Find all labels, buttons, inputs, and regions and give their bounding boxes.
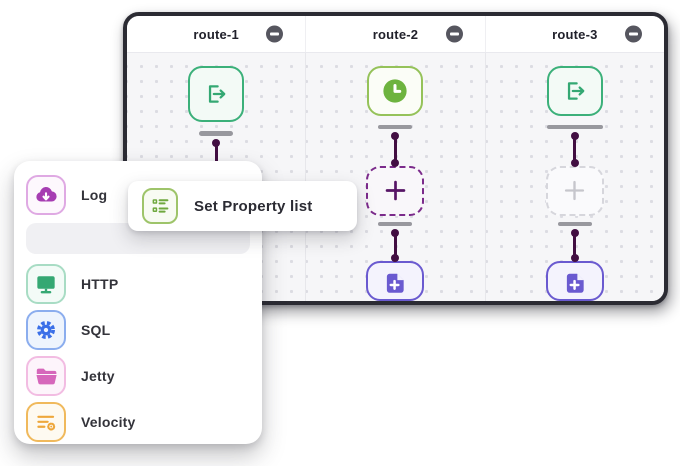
gear-icon: [26, 310, 66, 350]
add-step-placeholder-inactive[interactable]: [545, 165, 604, 216]
route-title: route-2: [372, 26, 419, 42]
new-step-node[interactable]: [545, 260, 604, 301]
step-bar: [199, 131, 234, 136]
step-bar: [378, 221, 413, 227]
palette-item-label: Velocity: [81, 414, 136, 430]
tooltip-label: Set Property list: [194, 197, 313, 215]
export-step-node[interactable]: [188, 66, 245, 122]
collapse-route-1-button[interactable]: [266, 25, 284, 43]
step-bar: [546, 125, 603, 130]
document-plus-icon: [566, 273, 584, 293]
plus-icon: [565, 181, 585, 201]
palette-item-jetty[interactable]: Jetty: [26, 356, 250, 396]
cloud-download-icon: [26, 175, 66, 215]
palette-item-label: SQL: [81, 322, 111, 338]
route-header-3: route-3: [486, 16, 664, 52]
minus-icon: [628, 32, 638, 36]
new-step-node[interactable]: [366, 260, 425, 301]
folder-icon: [26, 356, 66, 396]
step-bar: [557, 221, 592, 227]
export-icon: [567, 82, 585, 100]
palette-item-http[interactable]: HTTP: [26, 264, 250, 304]
canvas-header: route-1 route-2 route-3: [127, 16, 664, 53]
connector-line: [573, 135, 577, 164]
export-step-node[interactable]: [546, 66, 603, 117]
palette-item-label: Jetty: [81, 368, 115, 384]
route-3-flow: [486, 52, 664, 301]
plus-icon: [385, 181, 406, 201]
palette-item-label: HTTP: [81, 276, 119, 292]
minus-icon: [270, 32, 280, 36]
palette-item-log[interactable]: Log: [26, 175, 250, 215]
palette-item-velocity[interactable]: Velocity: [26, 402, 250, 442]
timer-step-node[interactable]: [367, 66, 424, 117]
property-list-icon: [142, 188, 178, 224]
route-title: route-3: [552, 26, 598, 42]
monitor-icon: [26, 264, 66, 304]
palette-item-sql[interactable]: SQL: [26, 310, 250, 350]
export-icon: [209, 85, 226, 103]
route-header-1: route-1: [127, 16, 307, 52]
document-plus-icon: [387, 273, 405, 293]
route-title: route-1: [193, 26, 239, 42]
collapse-route-3-button[interactable]: [624, 25, 642, 43]
route-header-2: route-2: [306, 16, 486, 52]
set-property-tooltip: Set Property list: [128, 181, 357, 231]
minus-icon: [449, 32, 459, 36]
add-step-placeholder[interactable]: [366, 165, 425, 216]
collapse-route-2-button[interactable]: [445, 25, 463, 43]
connector-line: [393, 135, 397, 164]
timer-icon: [383, 79, 408, 103]
connector-line: [573, 232, 577, 259]
velocity-icon: [26, 402, 66, 442]
step-bar: [378, 125, 413, 130]
route-2-flow: [306, 52, 486, 301]
connector-line: [393, 232, 397, 259]
palette-item-label: Log: [81, 187, 108, 203]
